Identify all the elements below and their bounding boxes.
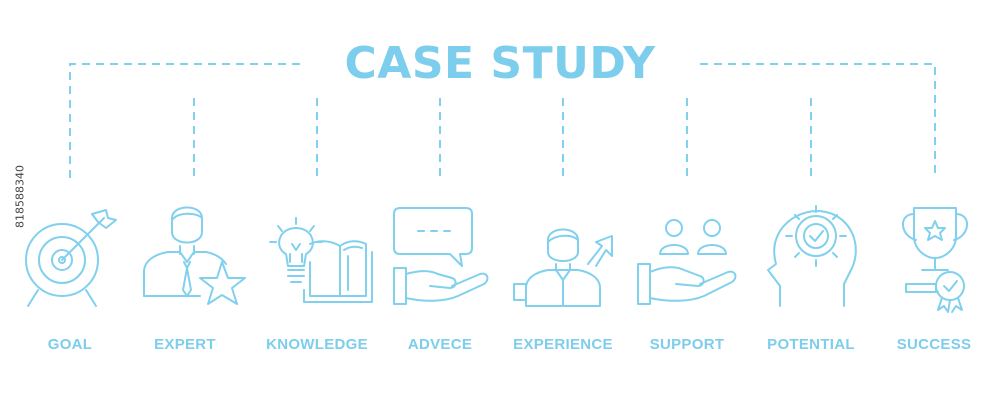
label-knowledge: KNOWLEDGE bbox=[266, 336, 368, 353]
page-title: CASE STUDY bbox=[344, 38, 656, 89]
label-experience: EXPERIENCE bbox=[513, 336, 613, 353]
trophy-medal-icon bbox=[902, 207, 968, 313]
hand-people-icon bbox=[637, 219, 737, 305]
head-gear-icon bbox=[767, 205, 857, 307]
person-growth-arrow-icon bbox=[513, 228, 613, 307]
expert-star-icon bbox=[143, 206, 246, 305]
target-arrow-icon bbox=[25, 209, 117, 307]
connector-right-frame bbox=[700, 63, 936, 178]
dashed-connectors bbox=[69, 63, 936, 178]
label-support: SUPPORT bbox=[649, 336, 725, 353]
label-potential: POTENTIAL bbox=[767, 336, 855, 353]
label-goal: GOAL bbox=[47, 336, 93, 353]
label-advice: ADVECE bbox=[407, 336, 473, 353]
hand-speech-bubble-icon bbox=[393, 207, 489, 305]
lightbulb-book-icon bbox=[269, 217, 373, 303]
side-id-text: 818588340 bbox=[13, 165, 27, 228]
connector-left-frame bbox=[69, 63, 305, 178]
label-expert: EXPERT bbox=[154, 336, 216, 353]
label-success: SUCCESS bbox=[896, 336, 972, 353]
